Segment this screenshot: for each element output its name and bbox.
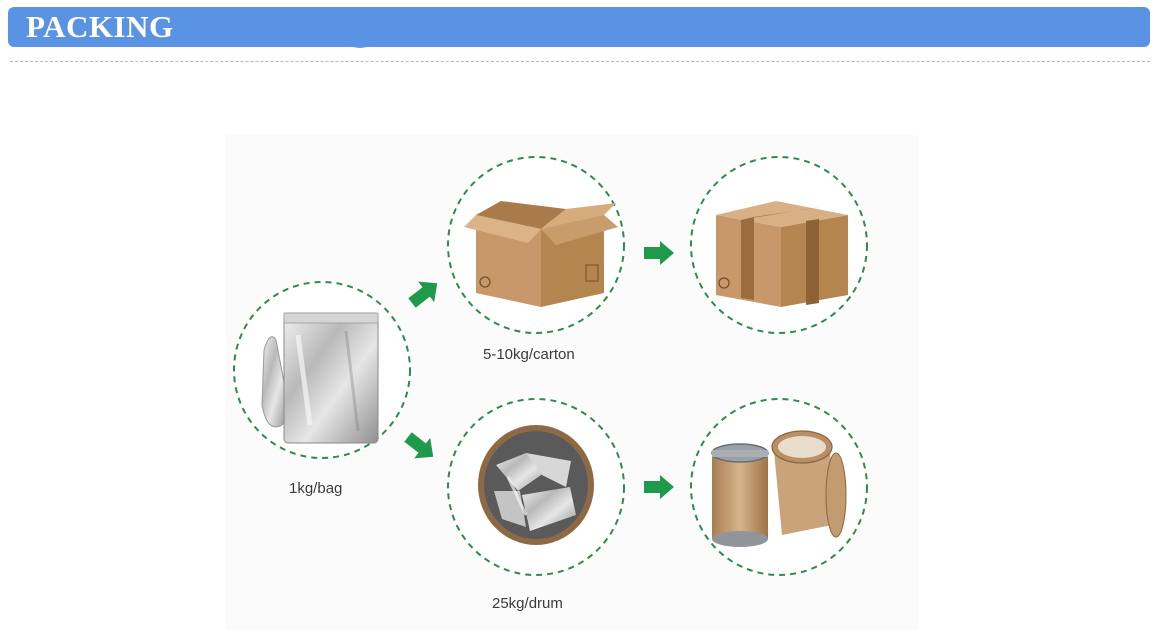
dashed-divider [10, 61, 1150, 62]
header-notch [300, 40, 420, 48]
page-title: PACKING [26, 9, 174, 44]
arrow-drum-to-fiber [644, 475, 674, 499]
arrow-bag-to-drum [404, 432, 434, 459]
open-drum-icon [478, 425, 594, 545]
drum-caption: 25kg/drum [492, 595, 563, 612]
arrow-bag-to-carton [408, 281, 438, 308]
packing-flow-diagram: 5-10kg/carton 1kg/bag 25kg/drum [226, 135, 918, 630]
open-carton-icon [464, 201, 618, 307]
arrow-carton-to-sealed [644, 241, 674, 265]
carton-caption: 5-10kg/carton [483, 346, 575, 363]
fiber-drum-icon [711, 430, 847, 547]
foil-bag-icon [261, 312, 379, 444]
bag-caption: 1kg/bag [289, 480, 343, 497]
sealed-carton-icon [716, 201, 848, 307]
packing-flow-graphic [233, 156, 868, 576]
header-bar: PACKING [8, 7, 1150, 47]
